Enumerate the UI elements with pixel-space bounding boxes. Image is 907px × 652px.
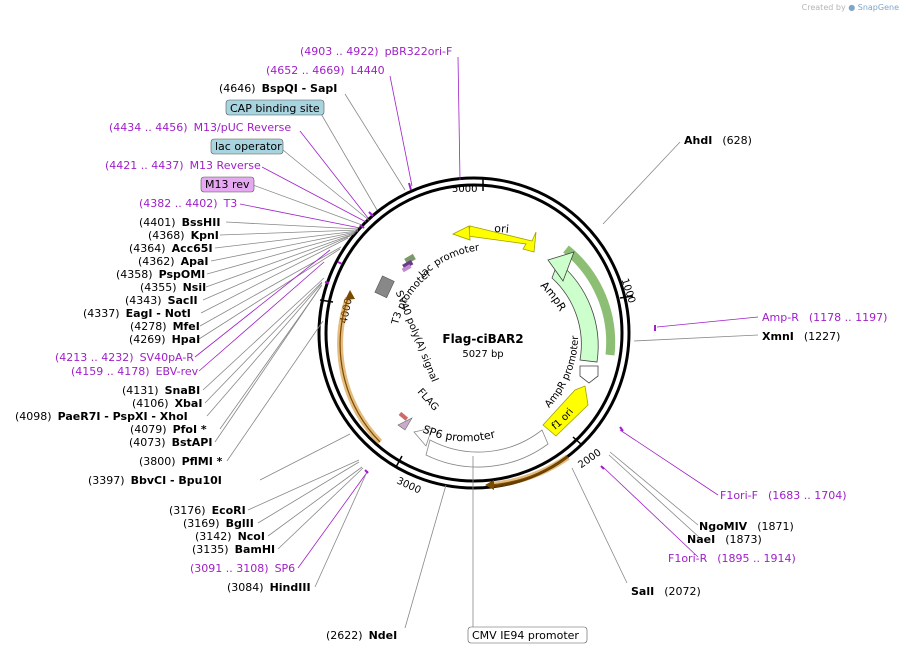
backbone-inner: [324, 183, 624, 483]
bspqi-sapi-label[interactable]: (4646)BspQI - SapI: [219, 82, 337, 95]
lac-promoter-label: lac promoter: [417, 242, 480, 280]
ncoi-label[interactable]: (3142)NcoI: [195, 530, 265, 543]
plasmid-size: 5027 bp: [462, 349, 503, 360]
sp6-primer-label[interactable]: (3091 .. 3108)SP6: [190, 562, 295, 575]
cmv-ie94-promoter-label: CMV IE94 promoter: [472, 629, 579, 642]
ori-arrowhead: [451, 225, 471, 241]
cap-binding-site-box[interactable]: [225, 99, 325, 116]
l4440-label[interactable]: (4652 .. 4669)L4440: [266, 64, 385, 77]
cmv-ie94-promoter-box[interactable]: [467, 626, 588, 644]
tick-marks: [319, 178, 634, 468]
f1ori-r-label[interactable]: F1ori-R(1895 .. 1914): [668, 552, 796, 565]
sv40-orange-line: [339, 297, 381, 443]
bsshii-label[interactable]: (4401)BssHII: [139, 216, 220, 229]
mcs-cluster[interactable]: [398, 253, 416, 421]
tick-label-1000: 1000: [619, 277, 637, 305]
m13-reverse-label[interactable]: (4421 .. 4437)M13 Reverse: [105, 159, 261, 172]
cap-binding-site-label: CAP binding site: [230, 102, 320, 115]
ampr-arrowhead: [547, 251, 575, 282]
xbai-label[interactable]: (4106)XbaI: [132, 397, 202, 410]
t3-label[interactable]: (4382 .. 4402)T3: [139, 197, 237, 210]
m13-rev-box[interactable]: [200, 176, 255, 193]
ampr-outline: [563, 245, 616, 356]
lac-operator-label: lac operator: [215, 140, 282, 153]
sv40-polya-box[interactable]: [374, 275, 395, 299]
bamhi-label[interactable]: (3135)BamHI: [192, 543, 275, 556]
amp-r-primer-label[interactable]: Amp-R(1178 .. 1197): [762, 311, 887, 324]
ngomiv-label[interactable]: NgoMIV(1871): [699, 520, 794, 533]
pspomi-label[interactable]: (4358)PspOMI: [116, 268, 205, 281]
lac-operator-box[interactable]: [210, 138, 284, 155]
ecori-label[interactable]: (3176)EcoRI: [169, 504, 246, 517]
label-connectors: [194, 56, 759, 629]
paer7i-pspxi-xhoi-label[interactable]: (4098)PaeR7I - PspXI - XhoI: [15, 410, 188, 423]
hpai-label[interactable]: (4269)HpaI: [129, 333, 200, 346]
ori-feature[interactable]: [467, 225, 537, 253]
app-credit: Created by ● SnapGene: [802, 3, 899, 12]
sali-label[interactable]: SalI(2072): [631, 585, 701, 598]
snabi-label[interactable]: (4131)SnaBI: [122, 384, 200, 397]
hindiii-label[interactable]: (3084)HindIII: [227, 581, 311, 594]
sv40pa-r-label[interactable]: (4213 .. 4232)SV40pA-R: [55, 351, 194, 364]
ndei-label[interactable]: (2622)NdeI: [326, 629, 397, 642]
ahdi-label[interactable]: AhdI(628): [684, 134, 752, 147]
naei-label[interactable]: NaeI(1873): [687, 533, 762, 546]
sv40-orange-head: [345, 290, 355, 300]
tick-label-5000: 5000: [452, 184, 477, 195]
ori-label: ori: [494, 222, 509, 236]
pflmi-label[interactable]: (3800)PflMI *: [139, 455, 223, 468]
mfei-label[interactable]: (4278)MfeI: [130, 320, 200, 333]
f1-ori-feature[interactable]: [542, 385, 589, 437]
xmni-label[interactable]: XmnI(1227): [762, 330, 840, 343]
bglii-label[interactable]: (3169)BglII: [183, 517, 254, 530]
flag-label: FLAG: [415, 387, 441, 414]
ampr-feature[interactable]: [551, 261, 599, 363]
tick-label-2000: 2000: [576, 447, 603, 471]
kpni-label[interactable]: (4368)KpnI: [148, 229, 219, 242]
orange-feature-right-line: [489, 456, 569, 486]
bbvci-bpu10i-label[interactable]: (3397)BbvCI - Bpu10I: [88, 474, 222, 487]
orange-feature-right-head: [485, 480, 494, 490]
credit-brand: SnapGene: [857, 3, 899, 12]
acc65i-label[interactable]: (4364)Acc65I: [129, 242, 213, 255]
apai-label[interactable]: (4362)ApaI: [138, 255, 208, 268]
credit-prefix: Created by: [801, 3, 846, 12]
eagi-noti-label[interactable]: (4337)EagI - NotI: [83, 307, 191, 320]
m13-rev-label: M13 rev: [205, 178, 250, 191]
ampr-promoter-arrow[interactable]: [579, 365, 599, 384]
sp6-promoter-feature[interactable]: [425, 429, 549, 468]
m13-puc-reverse-label[interactable]: (4434 .. 4456)M13/pUC Reverse: [109, 121, 291, 134]
snapgene-logo-icon: ●: [848, 3, 856, 12]
primer-tick-marks: [324, 182, 656, 474]
flag-feature[interactable]: [397, 417, 413, 431]
plasmid-name: Flag-ciBAR2: [442, 332, 523, 346]
pfoi-label[interactable]: (4079)PfoI *: [130, 423, 207, 436]
bstapi-label[interactable]: (4073)BstAPI: [129, 436, 212, 449]
ebv-rev-label[interactable]: (4159 .. 4178)EBV-rev: [71, 365, 199, 378]
sacii-label[interactable]: (4343)SacII: [125, 294, 198, 307]
sp6-promoter-arrowhead: [413, 427, 433, 447]
f1ori-f-label[interactable]: F1ori-F(1683 .. 1704): [720, 489, 847, 502]
nsii-label[interactable]: (4355)NsiI: [140, 281, 206, 294]
pbr322-ori-f-label[interactable]: (4903 .. 4922)pBR322ori-F: [300, 45, 452, 58]
backbone-outer: [317, 176, 631, 490]
